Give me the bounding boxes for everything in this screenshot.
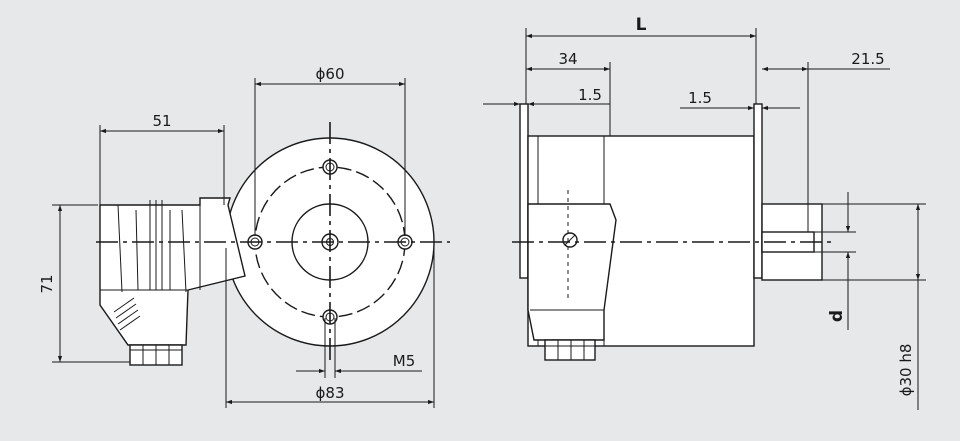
- dim-bolt-circle: ϕ60: [254, 65, 406, 236]
- dim-flange: ϕ83: [225, 248, 435, 408]
- dim-length: L: [525, 15, 757, 104]
- dim-34: 34: [526, 50, 611, 136]
- front-flange: [753, 103, 763, 279]
- dim-plug-width: 51: [99, 112, 225, 205]
- dim-label-phi60: ϕ60: [316, 65, 345, 83]
- cable-gland-side: [544, 339, 596, 361]
- dim-label-phi30h8: ϕ30 h8: [897, 344, 915, 397]
- dim-label-51: 51: [152, 112, 171, 130]
- dim-label-34: 34: [558, 50, 577, 68]
- flange-plate: [519, 103, 529, 279]
- dim-spigot: ϕ30 h8: [822, 203, 926, 410]
- connector-housing-side: [527, 203, 617, 341]
- dim-label-phi83: ϕ83: [316, 384, 345, 402]
- dim-shaft-diameter: d: [814, 192, 856, 330]
- side-view: L 34 1.5 1.5 21.5: [483, 15, 926, 410]
- cable-gland-nut: [129, 344, 183, 366]
- dim-label-l: L: [636, 15, 647, 35]
- dim-label-1-5-right: 1.5: [688, 89, 712, 107]
- dim-height: 71: [38, 204, 130, 363]
- dim-flange-left: 1.5: [483, 86, 610, 107]
- dim-thread: M5: [296, 318, 422, 378]
- dim-shaft-length: 21.5: [762, 50, 890, 232]
- connector-ribs: [100, 200, 201, 331]
- connector-housing: [99, 197, 246, 346]
- dim-label-71: 71: [38, 274, 56, 293]
- front-view: 51 71 ϕ60 ϕ83 M5: [38, 65, 450, 408]
- dim-label-d: d: [827, 310, 847, 322]
- dim-label-m5: M5: [393, 352, 416, 370]
- dim-label-1-5-left: 1.5: [578, 86, 602, 104]
- dim-label-21-5: 21.5: [851, 50, 884, 68]
- dim-flange-right: 1.5: [680, 89, 800, 111]
